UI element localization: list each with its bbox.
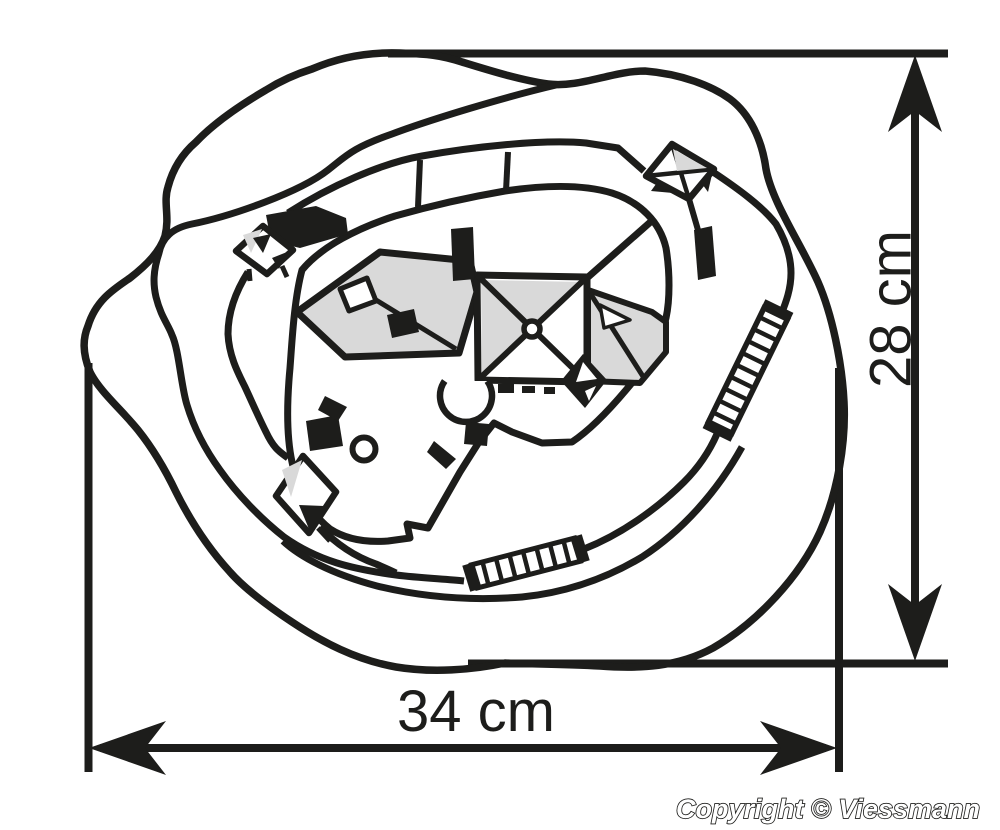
copyright-notice: Copyright © Viessmann bbox=[676, 794, 980, 824]
keep-gate-mark bbox=[498, 384, 514, 393]
east-wing bbox=[585, 287, 669, 386]
terrace-ring-west bbox=[150, 81, 557, 585]
keep-roof-north-face bbox=[481, 280, 583, 329]
keep-link-wall bbox=[584, 215, 658, 281]
height-label: 28 cm bbox=[858, 230, 923, 388]
width-label: 34 cm bbox=[397, 679, 555, 744]
south-building-mark bbox=[464, 422, 489, 446]
keep-roof-west-face bbox=[481, 280, 532, 376]
building-doorway-mark bbox=[387, 309, 419, 338]
south-stairs bbox=[462, 534, 590, 592]
bailey-wall bbox=[224, 138, 795, 577]
east-gate-bar bbox=[694, 226, 716, 280]
arrow-left-icon bbox=[89, 721, 166, 775]
arrow-right-icon bbox=[760, 721, 837, 775]
keep-gate-mark bbox=[522, 386, 535, 393]
main-building bbox=[293, 248, 481, 361]
small-turret bbox=[349, 434, 379, 464]
west-gatehouse bbox=[306, 415, 343, 451]
terrace-ring-east bbox=[582, 432, 721, 553]
east-stairs bbox=[702, 299, 794, 442]
northeast-tower bbox=[642, 140, 718, 203]
round-bastion bbox=[436, 379, 496, 426]
keep-roof-finial bbox=[521, 318, 543, 340]
south-wall-tick bbox=[427, 441, 456, 469]
courtyard-notch bbox=[337, 275, 379, 314]
dimension-width: 34 cm bbox=[84, 363, 843, 775]
wall-detail-marks bbox=[266, 206, 716, 469]
outer-rock-contour bbox=[80, 49, 849, 674]
keep-gate-mark bbox=[544, 387, 555, 394]
arrow-up-icon bbox=[888, 55, 942, 132]
southeast-keep-tower bbox=[561, 354, 607, 408]
tower-block bbox=[451, 227, 475, 281]
west-tower bbox=[232, 222, 297, 282]
southwest-tower bbox=[272, 452, 340, 543]
arrow-down-icon bbox=[888, 584, 942, 661]
north-gatehouse bbox=[266, 206, 348, 248]
west-wall-mark bbox=[318, 396, 347, 421]
terrace-path-outer-edge bbox=[280, 445, 746, 603]
